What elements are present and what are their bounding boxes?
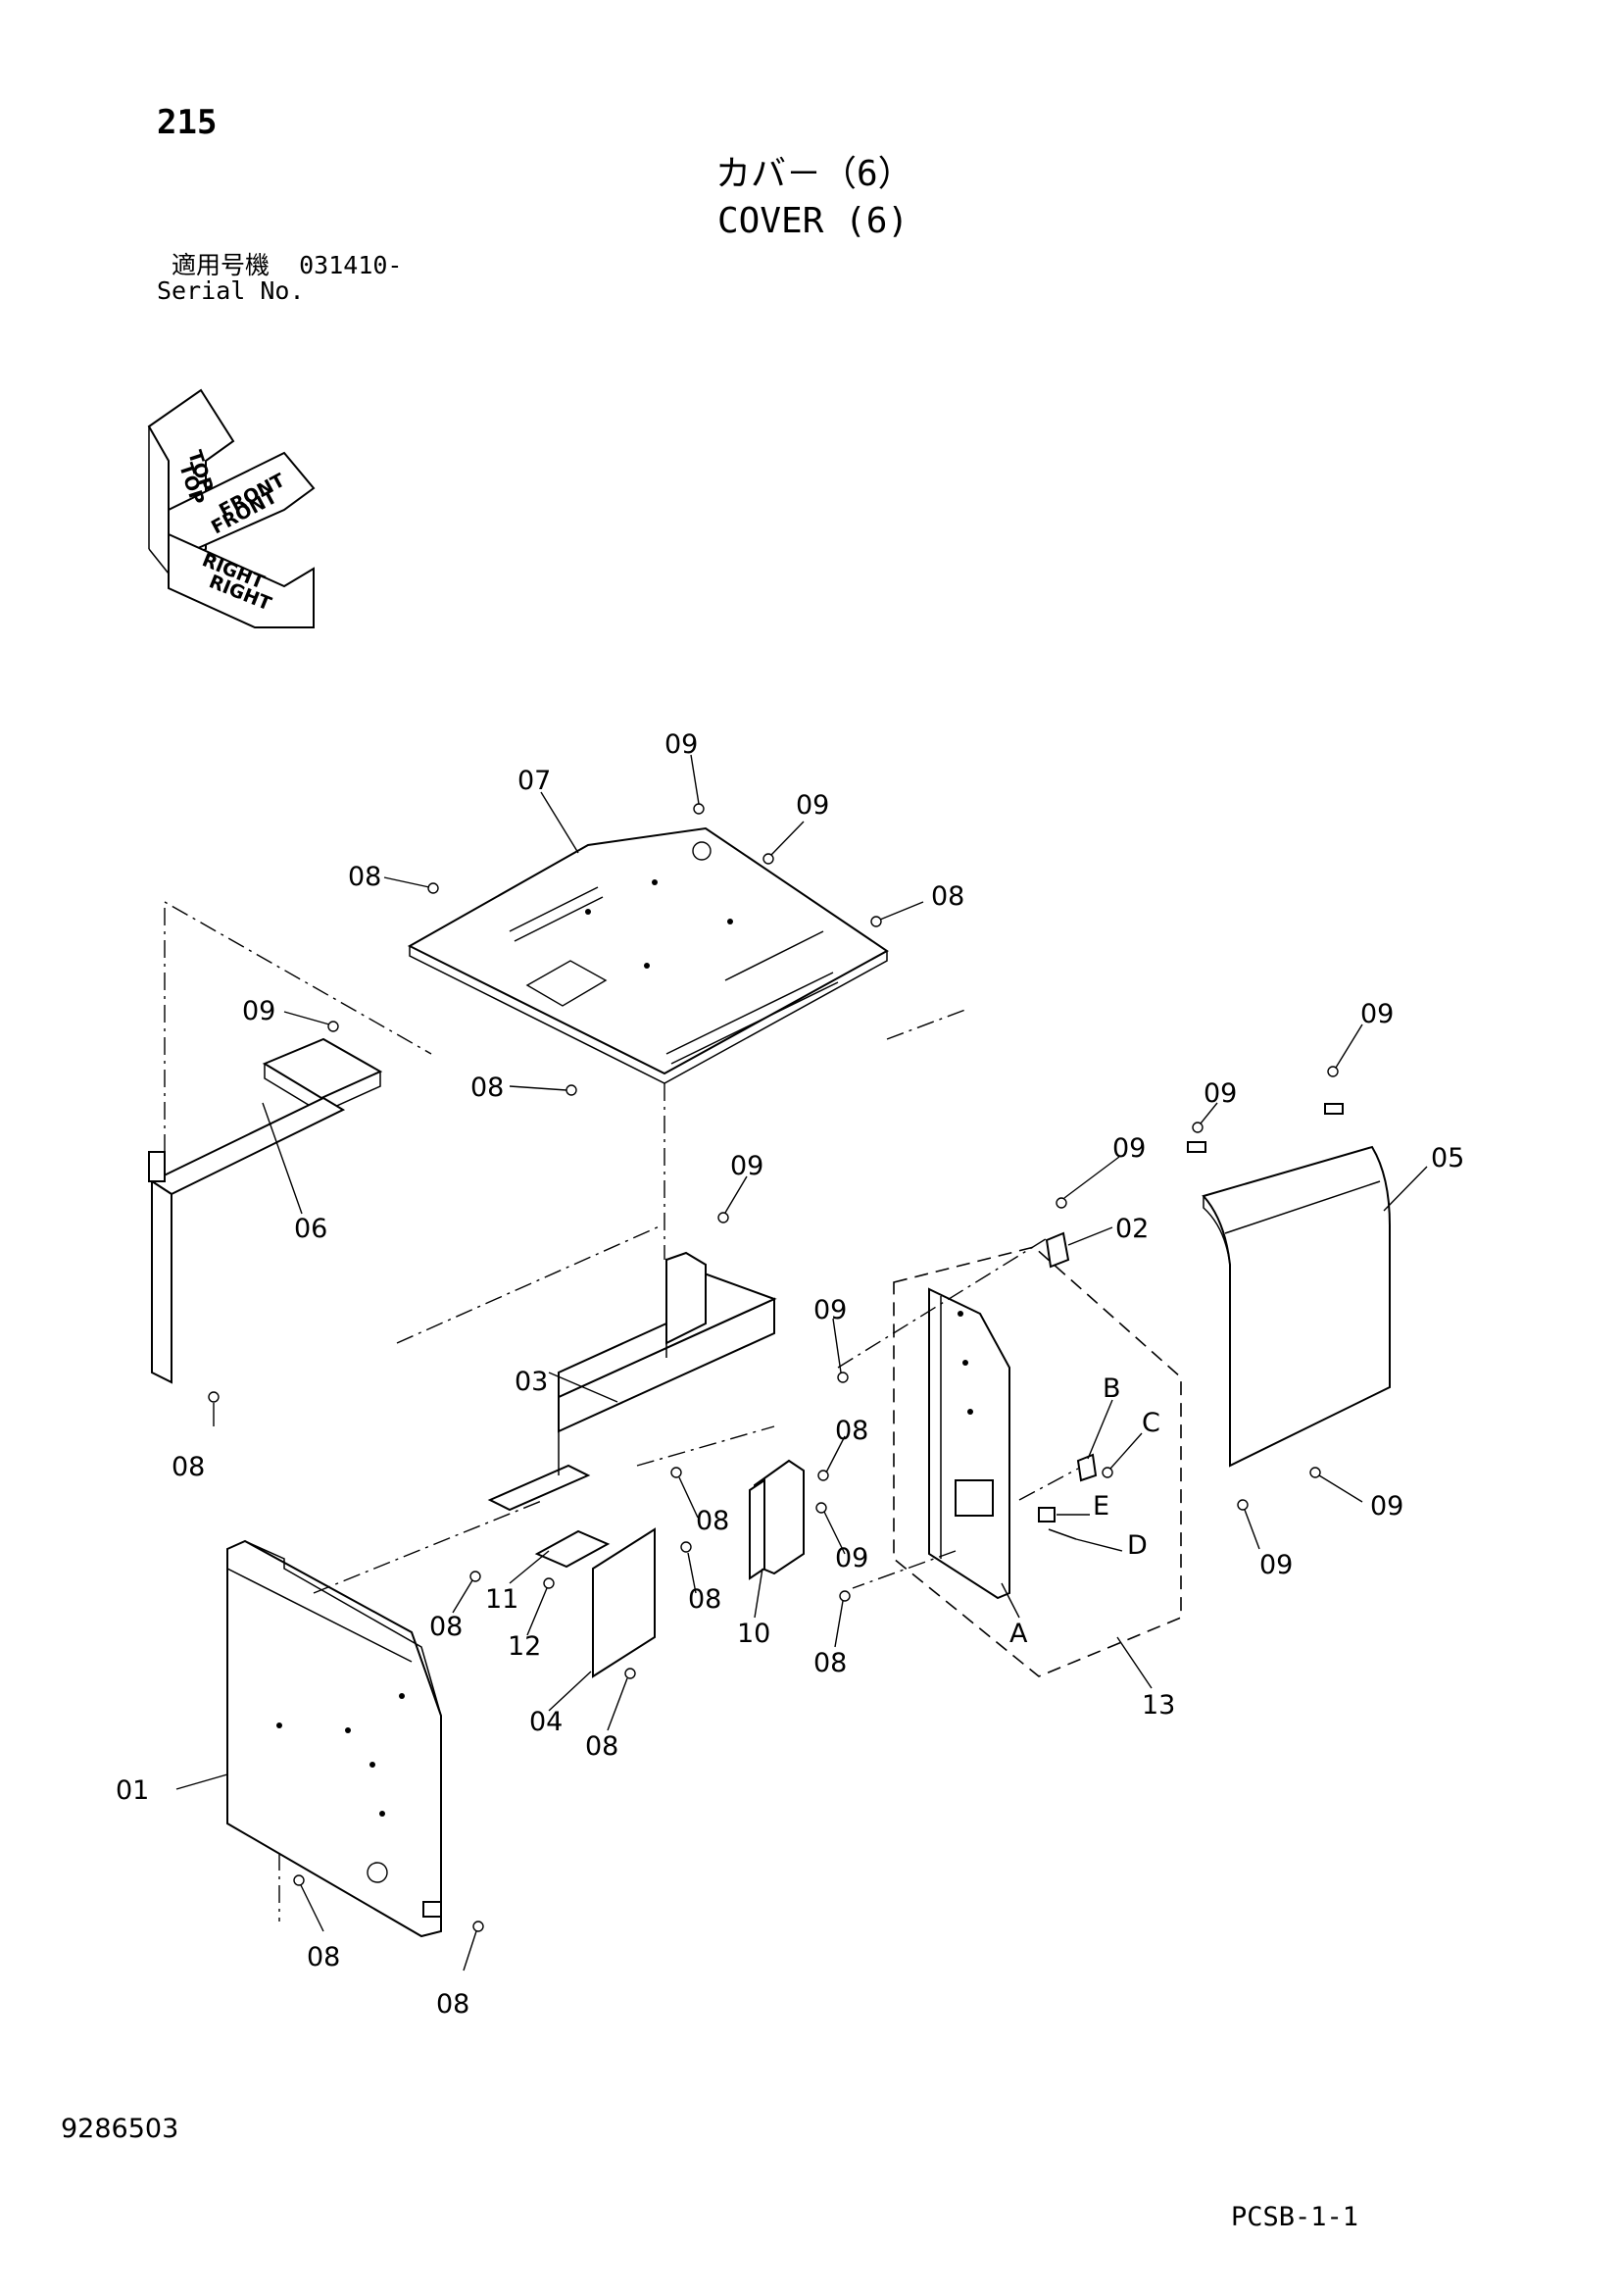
- callout-09: 09: [813, 1295, 847, 1325]
- serial-label-english: Serial No.: [157, 276, 305, 305]
- callout-B: B: [1103, 1373, 1121, 1404]
- part-04-bracket: [592, 1527, 656, 1678]
- callout-13: 13: [1142, 1690, 1175, 1721]
- part-B: [1076, 1453, 1098, 1482]
- callout-C: C: [1142, 1408, 1160, 1438]
- callout-02: 02: [1115, 1214, 1149, 1244]
- serial-label-jp-text: 適用号機: [172, 251, 270, 279]
- callout-05: 05: [1431, 1143, 1464, 1173]
- callout-08: 08: [931, 881, 964, 912]
- callout-08: 08: [307, 1942, 340, 1972]
- callout-09: 09: [1112, 1133, 1146, 1164]
- fasteners: [208, 803, 1339, 1932]
- page-number: 215: [157, 103, 218, 142]
- title-english: COVER (6): [717, 201, 909, 241]
- callout-01: 01: [116, 1775, 149, 1806]
- top-plate-slots: [509, 886, 839, 1065]
- callout-07: 07: [517, 766, 551, 796]
- part-01-side-panel: [226, 1539, 442, 1938]
- part-D: [1048, 1528, 1077, 1540]
- callout-06: 06: [294, 1214, 327, 1244]
- callout-09: 09: [1360, 999, 1394, 1029]
- part-03-center-channel: [487, 1251, 777, 1512]
- callout-09: 09: [730, 1151, 763, 1181]
- drawing-number: 9286503: [61, 2114, 179, 2144]
- sheet-code: PCSB-1-1: [1231, 2202, 1359, 2232]
- part-05-curved-cover: [1187, 1103, 1391, 1468]
- callout-08: 08: [470, 1073, 504, 1103]
- title-japanese: カバ－（6）: [715, 154, 913, 194]
- part-06-left-bracket: [148, 1037, 383, 1384]
- callout-A: A: [1009, 1619, 1028, 1649]
- serial-label-japanese: 適用号機 031410-: [172, 253, 402, 277]
- callout-09: 09: [242, 996, 275, 1026]
- right-arrow: [168, 532, 315, 628]
- part-11-small-plate: [534, 1529, 611, 1569]
- callout-09: 09: [1204, 1078, 1237, 1109]
- callout-08: 08: [429, 1612, 463, 1642]
- leader-lines: [175, 754, 1428, 1972]
- callout-09: 09: [664, 729, 698, 760]
- callout-08: 08: [436, 1989, 469, 2020]
- callout-08: 08: [348, 862, 381, 892]
- top-plate-opening: [525, 960, 608, 1007]
- callout-11: 11: [485, 1584, 518, 1615]
- callout-09: 09: [1370, 1491, 1403, 1522]
- callout-08: 08: [813, 1648, 847, 1678]
- callout-03: 03: [515, 1367, 548, 1397]
- callout-08: 08: [696, 1506, 729, 1536]
- orient-edge: [148, 548, 170, 574]
- callout-D: D: [1127, 1530, 1148, 1561]
- callout-08: 08: [585, 1731, 618, 1762]
- part-02-clip: [1045, 1231, 1070, 1269]
- assembly-relation-lines: [164, 900, 1079, 1922]
- callout-10: 10: [737, 1619, 770, 1649]
- callout-08: 08: [835, 1416, 868, 1446]
- serial-value: 031410-: [299, 251, 403, 279]
- part-C: [1102, 1467, 1113, 1478]
- callout-04: 04: [529, 1707, 563, 1737]
- callout-09: 09: [796, 790, 829, 821]
- orientation-symbol: TOP TOP FRONT FRONT RIGHT RIGHT: [147, 388, 316, 628]
- part-E: [1038, 1507, 1056, 1522]
- callout-08: 08: [688, 1584, 721, 1615]
- callout-09: 09: [835, 1543, 868, 1573]
- callout-labels: 07 09 09 08 08 09 08 09 06 08 09 02 09 0…: [116, 729, 1464, 2020]
- part-07-top-plate: [407, 826, 889, 1084]
- callout-09: 09: [1259, 1550, 1293, 1580]
- callout-E: E: [1093, 1491, 1109, 1522]
- part-A-column: [928, 1287, 1010, 1600]
- callout-12: 12: [508, 1631, 541, 1662]
- callout-08: 08: [172, 1452, 205, 1482]
